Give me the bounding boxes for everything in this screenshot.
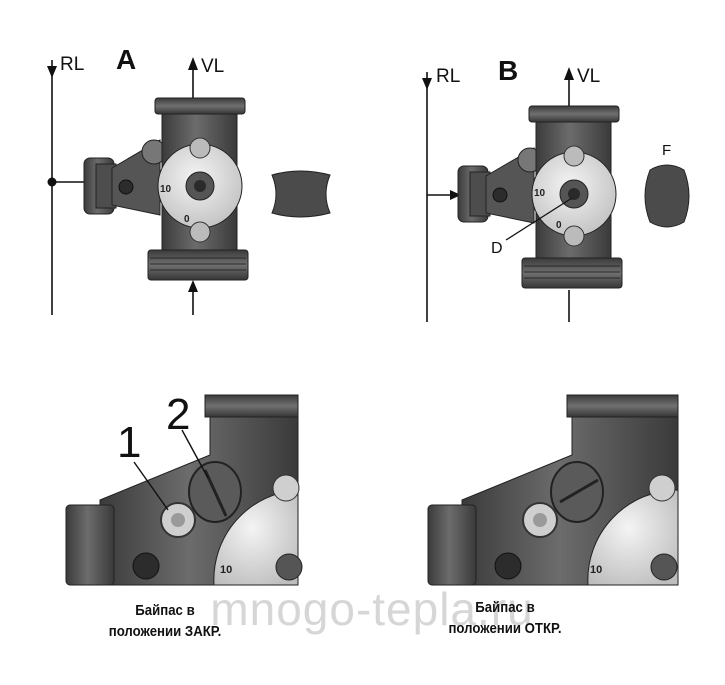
detail-flange-closed [204, 394, 299, 418]
supply-arrow-a [188, 280, 198, 292]
bypass-arrow-b [450, 190, 461, 200]
plug-slot-open [559, 478, 599, 504]
label-rl-a: RL [60, 54, 85, 75]
bottom-thread-a [147, 249, 249, 281]
detail-scale-open: 10 [590, 564, 602, 576]
callout-f: F [662, 142, 672, 159]
caption-closed-line2: положении ЗАКР. [108, 623, 222, 640]
leader-2 [181, 429, 209, 479]
detail-scale-closed: 10 [220, 564, 232, 576]
flow-arrow-a [188, 57, 198, 70]
detail-open: 10 [427, 394, 679, 586]
screw-top-b [563, 145, 585, 167]
detail-port-closed [65, 504, 115, 586]
label-letter-a: A [116, 44, 137, 75]
label-letter-b: B [498, 55, 519, 86]
leader-1 [133, 461, 169, 511]
diagram-b: 10 0 [422, 67, 690, 322]
caption-open: Байпас в положении ОТКР. [399, 597, 610, 639]
label-vl-a: VL [201, 56, 225, 77]
caption-open-line2: положении ОТКР. [448, 620, 562, 637]
callout-1: 1 [117, 418, 142, 467]
detail-port-open [427, 504, 477, 586]
flow-arrow-b [564, 67, 574, 80]
caption-closed: Байпас в положении ЗАКР. [59, 600, 270, 642]
top-flange-b [528, 105, 620, 123]
leader-d [505, 197, 573, 241]
caption-open-line1: Байпас в [475, 599, 535, 616]
knob-side-a [271, 170, 331, 218]
screw-bottom-b [563, 225, 585, 247]
label-vl-b: VL [577, 66, 601, 87]
knob-front-f [644, 164, 690, 228]
callout-2: 2 [166, 390, 191, 439]
detail-closed: 10 [65, 394, 303, 586]
junction-dot-a [47, 177, 57, 187]
bottom-thread-b [521, 257, 623, 289]
detail-flange-open [566, 394, 679, 418]
scale-min-b: 0 [556, 220, 562, 231]
scale-min-a: 0 [184, 214, 190, 225]
diagram-a: 10 0 [47, 57, 331, 315]
scale-max-b: 10 [534, 188, 546, 199]
scale-max-a: 10 [160, 184, 172, 195]
label-rl-b: RL [436, 66, 461, 87]
port-hole-b [492, 187, 508, 203]
caption-closed-line1: Байпас в [135, 602, 195, 619]
return-arrow-a [47, 66, 57, 78]
callout-d: D [491, 240, 503, 257]
return-arrow-b [422, 78, 432, 90]
screw-bottom-a [189, 221, 211, 243]
top-flange-a [154, 97, 246, 115]
screw-top-a [189, 137, 211, 159]
port-hole-a [118, 179, 134, 195]
